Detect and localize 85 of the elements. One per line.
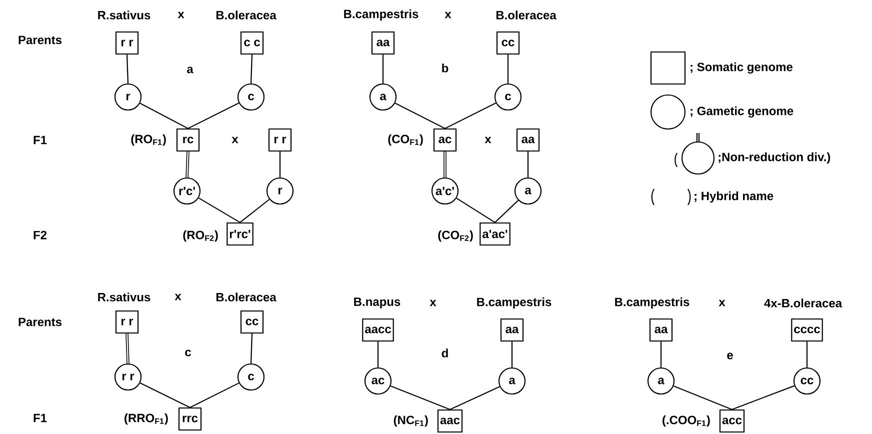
connector-line [188,102,240,129]
species-name: B.oleracea [216,10,276,20]
species-name: B.napus [354,298,400,308]
somatic-genome-box: aac [437,409,463,433]
label: a [187,66,194,74]
somatic-genome-box: cc [496,31,520,55]
species-name: B.campestris [477,297,552,309]
somatic-genome-box: a'ac' [480,222,510,246]
hybrid-name: (CO$_{F2}$) [438,230,473,242]
somatic-genome-box: aa [649,318,673,342]
somatic-genome-box: r r [268,128,292,152]
somatic-genome-box: cccc [791,318,823,342]
connector-line [806,342,808,368]
somatic-genome-box: aa [371,31,395,55]
connector-line [382,54,384,84]
somatic-genome-box: rrc [178,407,202,431]
connector-line [527,152,529,178]
label: x [430,300,436,306]
hybrid-name: (CO$_{F1}$) [388,134,423,146]
species-name: 4x-B.oleracea [764,298,842,308]
double-line [126,334,130,364]
hybrid-name: (RRO$_{F1}$) [124,413,168,425]
somatic-genome-box: cc [240,310,264,334]
connector-line [494,200,519,223]
connector-line [456,198,496,223]
somatic-genome-box: r r [115,310,139,334]
label: x [232,136,238,144]
hybrid-name: (RO$_{F2}$) [183,230,218,242]
label: x [718,300,726,306]
connector-line [240,198,270,223]
double-line [186,152,190,178]
label: F1 [34,136,47,144]
double-line [444,152,446,178]
species-name: B.campestris [344,9,418,21]
connector-line [444,102,496,129]
somatic-genome-box: r'rc' [226,222,254,246]
species-name: B.campestris [615,297,690,309]
connector-line [660,342,662,368]
connector-line [279,152,281,178]
label: Parents [18,318,62,326]
connector-line [250,54,253,84]
species-name: B.oleracea [216,292,276,302]
somatic-genome-box: aa [500,318,524,342]
connector-line [450,386,500,410]
somatic-genome-box: ac [433,128,457,152]
hybrid-name: (.COO$_{F1}$) [662,415,710,427]
label: x [174,294,182,300]
species-name: R.sativus [98,10,150,20]
label: x [444,12,452,18]
connector-line [190,382,240,408]
legend-text: ; Hybrid name [694,191,774,203]
legend-text: ; Gametic genome [690,106,794,118]
species-name: R.sativus [98,292,150,302]
label: F1 [34,414,47,422]
connector-line [377,342,379,368]
somatic-genome-box: c c [240,31,264,55]
somatic-genome-box: rc [176,128,200,152]
label: e [727,352,733,360]
connector-line [507,54,509,84]
connector-line [126,54,129,84]
label: x [484,136,492,144]
somatic-genome-box: aa [516,128,540,152]
hybrid-name: (NC$_{F1}$) [394,415,428,427]
somatic-genome-box: aacc [362,318,394,342]
label: c [185,350,191,356]
connector-line [140,102,188,129]
label: d [442,348,448,358]
species-name: B.oleracea [496,10,556,20]
connector-line [511,342,513,368]
connector-line [140,382,190,408]
legend-text: ;Non-reduction div.) [718,152,830,164]
connector-line [198,197,240,223]
somatic-genome-box: r r [115,31,139,55]
label: Parents [18,36,62,44]
connector-line [732,385,795,410]
connector-line [673,386,732,410]
label: b [442,64,448,72]
label: F2 [34,230,47,240]
label: x [178,12,184,18]
hybrid-name: (RO$_{F1}$) [131,134,166,146]
connector-line [250,334,253,364]
somatic-genome-box: acc [719,409,745,433]
connector-line [390,385,450,410]
legend-text: ; Somatic genome [690,62,792,74]
connector-line [394,102,446,129]
